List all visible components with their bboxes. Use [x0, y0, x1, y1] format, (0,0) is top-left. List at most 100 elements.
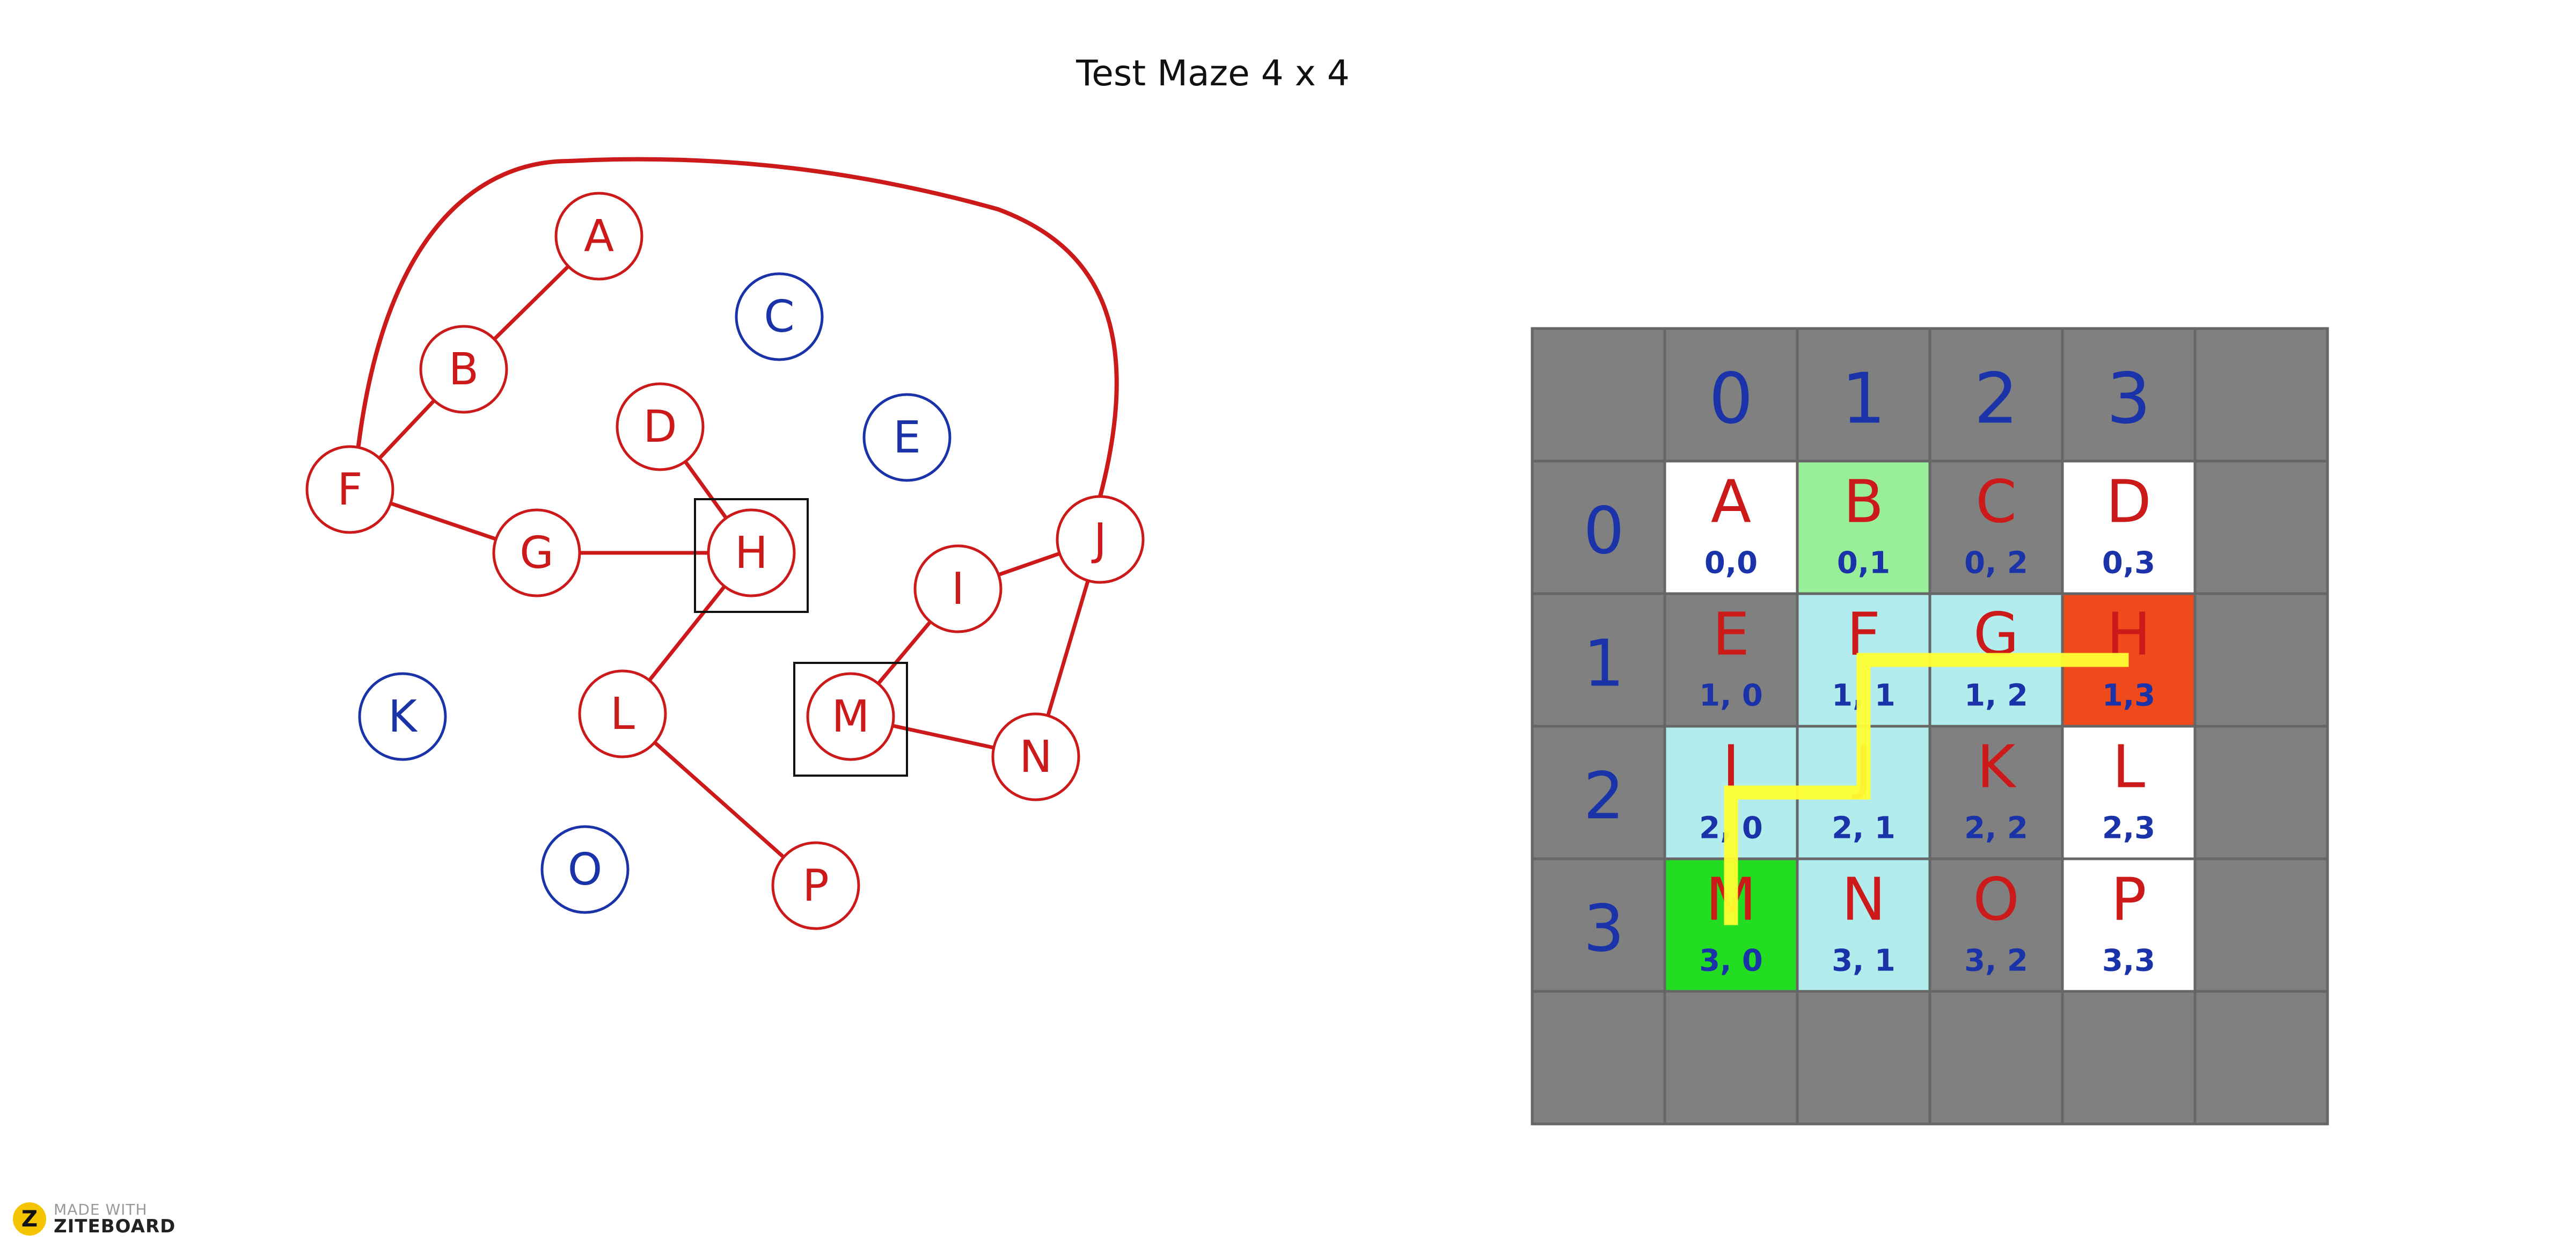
graph-node-M	[806, 672, 895, 761]
graph-node-D	[616, 382, 705, 471]
maze-cell-2-1	[1663, 592, 1799, 728]
graph-edge-H-L	[647, 584, 727, 683]
node-highlight-box-M	[793, 662, 908, 777]
graph-edge-F-J	[356, 157, 1119, 499]
graph-node-label-L: L	[610, 689, 635, 740]
maze-cell-3-5	[2193, 725, 2329, 860]
graph-node-label-N: N	[1019, 732, 1052, 783]
graph-node-F	[305, 445, 394, 534]
maze-cell-coord-P: 3,3	[2102, 944, 2155, 978]
maze-cell-2-0	[1531, 592, 1666, 728]
maze-cell-0-4	[2061, 327, 2197, 463]
maze-cell-coord-G: 1, 2	[1964, 678, 2028, 713]
graph-edge-B-F	[377, 398, 436, 461]
graph-node-label-G: G	[519, 528, 554, 579]
graph-node-L	[578, 669, 667, 758]
maze-cell-coord-K: 2, 2	[1964, 811, 2028, 846]
node-highlight-box-H	[694, 498, 809, 613]
graph-edge-L-P	[653, 740, 786, 859]
maze-cell-1-0	[1531, 459, 1666, 595]
graph-node-G	[492, 508, 581, 597]
graph-node-label-H: H	[735, 528, 768, 579]
graph-node-label-P: P	[802, 860, 829, 911]
maze-cell-coord-N: 3, 1	[1832, 944, 1896, 978]
maze-cell-coord-A: 0,0	[1704, 546, 1758, 581]
graph-node-J	[1056, 495, 1145, 584]
graph-node-A	[554, 192, 643, 281]
watermark-line2: ZITEBOARD	[54, 1216, 176, 1237]
maze-cell-coord-H: 1,3	[2102, 678, 2155, 713]
graph-node-label-K: K	[388, 691, 418, 742]
maze-row-header-0: 0	[1583, 494, 1624, 569]
maze-cell-coord-E: 1, 0	[1699, 678, 1763, 713]
maze-cell-0-0	[1531, 327, 1666, 463]
maze-cell-3-0	[1531, 725, 1666, 860]
maze-cell-letter-E: E	[1713, 600, 1750, 669]
graph-node-I	[913, 544, 1002, 633]
maze-cell-0-2	[1796, 327, 1931, 463]
graph-node-label-B: B	[449, 344, 479, 395]
maze-cell-5-4	[2061, 990, 2197, 1126]
maze-cell-letter-B: B	[1843, 468, 1884, 536]
watermark-text: MADE WITH ZITEBOARD	[54, 1202, 175, 1236]
graph-edge-I-J	[997, 551, 1062, 577]
graph-node-label-C: C	[764, 291, 794, 342]
maze-cell-0-5	[2193, 327, 2329, 463]
graph-node-C	[735, 272, 824, 361]
maze-cell-1-2	[1796, 459, 1931, 595]
watermark-line1: MADE WITH	[54, 1201, 148, 1218]
graph-node-B	[419, 325, 508, 414]
maze-cell-1-1	[1663, 459, 1799, 595]
graph-node-label-E: E	[893, 412, 921, 463]
ziteboard-watermark: Z MADE WITH ZITEBOARD	[13, 1202, 175, 1236]
maze-cell-letter-D: D	[2106, 468, 2151, 536]
graph-edge-M-I	[876, 619, 933, 686]
maze-row-header-3: 3	[1583, 892, 1624, 967]
maze-cell-coord-L: 2,3	[2102, 811, 2155, 846]
maze-cell-5-5	[2193, 990, 2329, 1126]
graph-node-P	[771, 841, 860, 930]
maze-col-header-1: 1	[1841, 358, 1886, 440]
maze-cell-letter-A: A	[1711, 468, 1751, 536]
maze-cell-coord-M: 3, 0	[1699, 944, 1763, 978]
maze-cell-letter-L: L	[2112, 733, 2145, 801]
maze-cell-letter-O: O	[1973, 865, 2019, 934]
graph-node-label-A: A	[584, 211, 614, 262]
maze-cell-5-2	[1796, 990, 1931, 1126]
maze-row-header-2: 2	[1583, 760, 1624, 834]
maze-col-header-0: 0	[1709, 358, 1753, 440]
graph-node-label-J: J	[1091, 514, 1107, 565]
page-title: Test Maze 4 x 4	[1076, 53, 1350, 94]
graph-node-H	[707, 508, 796, 597]
maze-cell-letter-N: N	[1841, 865, 1885, 934]
graph-node-O	[540, 825, 630, 914]
ziteboard-logo-icon: Z	[13, 1202, 46, 1236]
graph-edge-D-H	[683, 459, 728, 520]
maze-col-header-2: 2	[1974, 358, 2018, 440]
maze-cell-1-5	[2193, 459, 2329, 595]
graph-node-label-O: O	[568, 844, 603, 895]
graph-node-label-D: D	[643, 401, 677, 452]
graph-node-N	[991, 712, 1080, 801]
maze-cell-coord-C: 0, 2	[1964, 546, 2028, 581]
graph-node-K	[358, 672, 447, 761]
maze-cell-coord-B: 0,1	[1837, 546, 1890, 581]
maze-cell-4-3	[1928, 857, 2064, 993]
maze-col-header-3: 3	[2106, 358, 2151, 440]
graph-node-label-M: M	[832, 691, 870, 742]
maze-cell-coord-O: 3, 2	[1964, 944, 2028, 978]
graph-edge-M-N	[890, 724, 996, 750]
maze-cell-coord-D: 0,3	[2102, 546, 2155, 581]
maze-cell-5-0	[1531, 990, 1666, 1126]
maze-cell-coord-J: 2, 1	[1832, 811, 1896, 846]
graph-node-label-I: I	[952, 564, 964, 615]
maze-cell-letter-P: P	[2111, 865, 2146, 934]
maze-solution-path	[1724, 653, 2129, 925]
maze-cell-2-5	[2193, 592, 2329, 728]
graph-edge-J-N	[1046, 579, 1090, 718]
maze-cell-5-3	[1928, 990, 2064, 1126]
graph-edge-F-G	[389, 501, 498, 541]
graph-node-label-F: F	[337, 464, 362, 515]
